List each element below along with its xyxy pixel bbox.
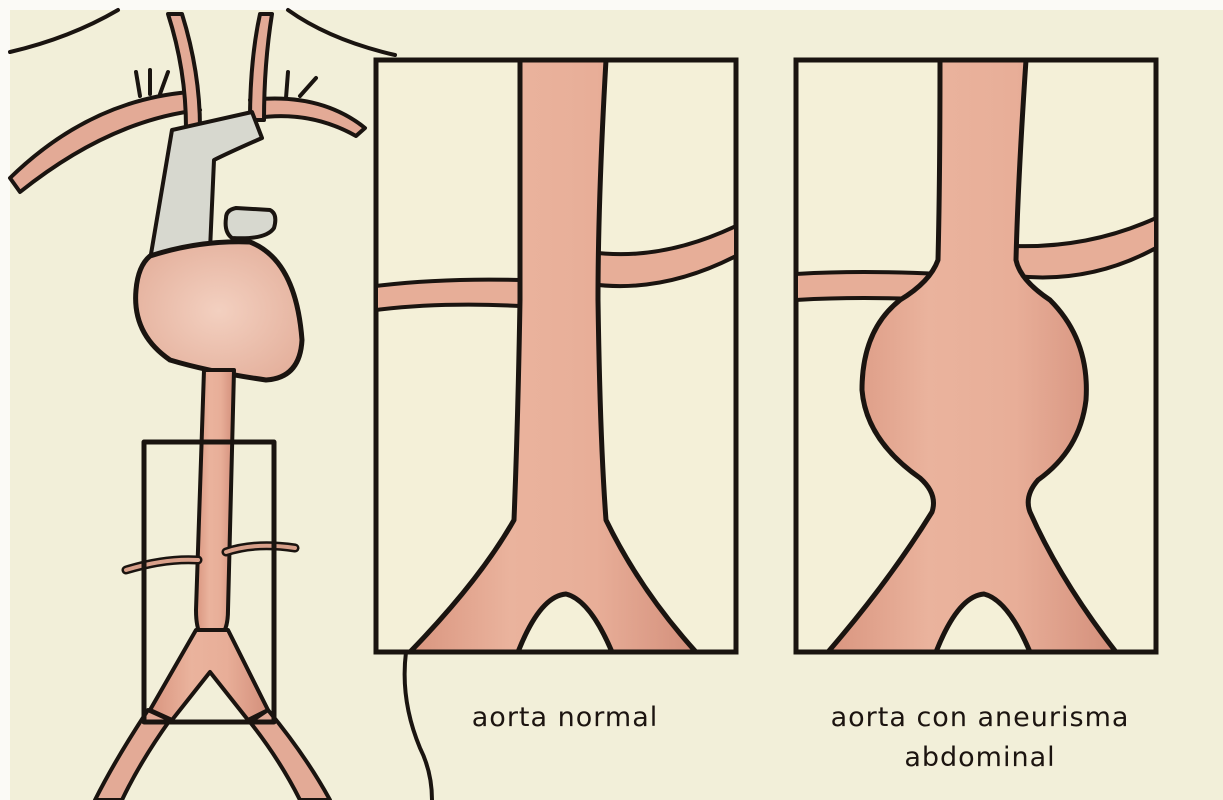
panel-aneurysm (796, 60, 1156, 652)
normal-aorta-label: aorta normal (440, 698, 690, 738)
aneurysm-label-line-2: abdominal (790, 738, 1170, 778)
normal-left-renal (376, 280, 520, 310)
aneurysm-label-line-1: aorta con aneurisma (790, 698, 1170, 738)
descending-aorta (196, 370, 234, 640)
aneurysm-aorta-label: aorta con aneurisma abdominal (790, 698, 1170, 778)
normal-aorta-label-text: aorta normal (472, 702, 659, 733)
pulmonary-trunk (226, 208, 276, 238)
panel-normal (376, 60, 736, 652)
